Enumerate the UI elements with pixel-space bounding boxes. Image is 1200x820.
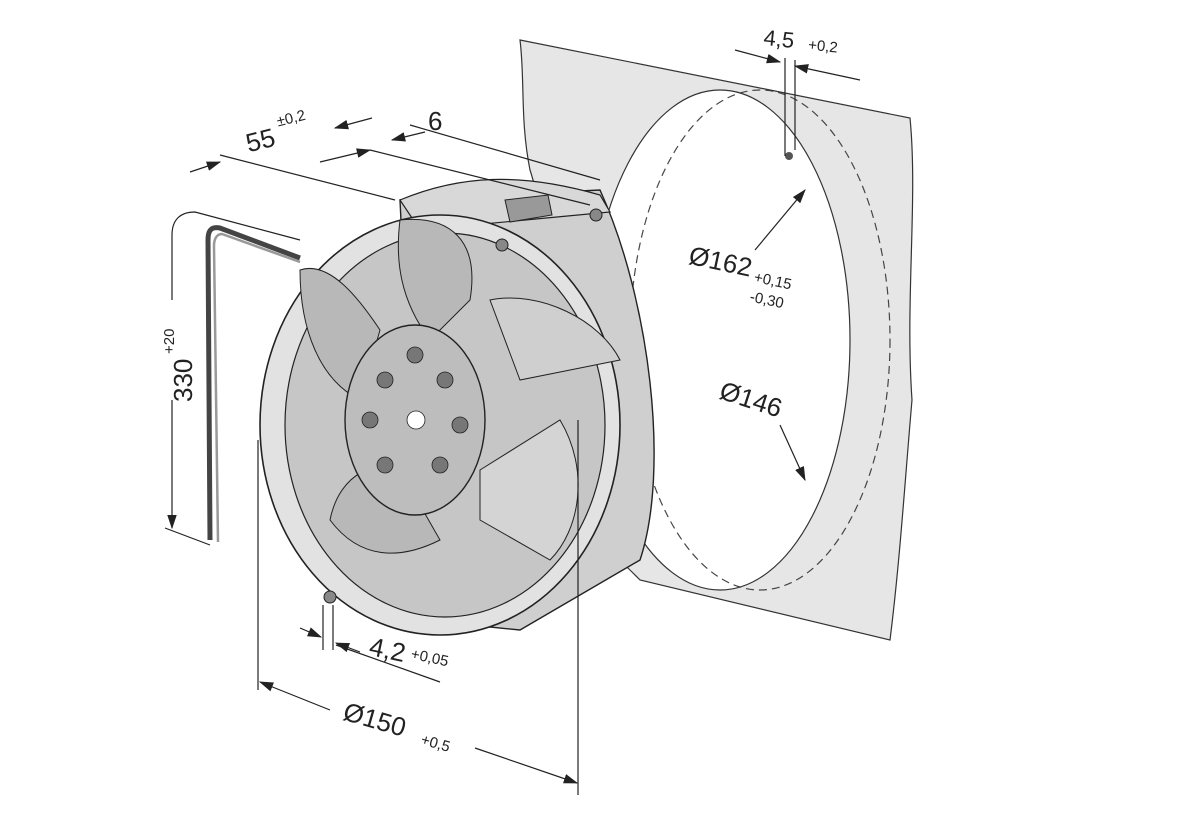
dim-tolerance: +0,5 xyxy=(419,731,452,756)
terminal-block xyxy=(504,194,553,223)
dim-mount-hole-label: 4,2 +0,05 xyxy=(367,631,450,671)
dim-hole-offset-label: 4,5 +0,2 xyxy=(762,25,838,57)
dim-tolerance: +20 xyxy=(161,329,178,354)
mount-hole-right xyxy=(589,208,603,222)
mount-hole-top xyxy=(495,238,509,252)
dim-outer-dia-label: Ø150 +0,5 xyxy=(340,696,452,756)
dim-value: 4,2 xyxy=(367,631,409,668)
cable-2 xyxy=(212,232,301,543)
panel-hole xyxy=(785,152,793,160)
mount-hole-bottom xyxy=(323,590,337,604)
dim-tolerance-lower: -0,30 xyxy=(748,288,785,312)
hub-holes xyxy=(361,346,469,474)
cable xyxy=(205,225,301,541)
dim-depth-label: 55 ±0,2 xyxy=(243,107,308,158)
dim-value: 55 xyxy=(243,122,278,158)
dim-value: 4,5 xyxy=(762,25,795,53)
dim-value: 330 xyxy=(168,359,198,402)
dim-tolerance: ±0,2 xyxy=(275,107,307,131)
dim-tolerance: +0,2 xyxy=(807,37,838,57)
dim-tolerance: +0,05 xyxy=(409,646,450,671)
dim-flange-label: 6 xyxy=(428,106,442,136)
dimension-lines xyxy=(164,49,861,795)
dim-value: Ø150 xyxy=(340,696,409,742)
dim-cable-label: 330 +20 xyxy=(161,329,198,402)
